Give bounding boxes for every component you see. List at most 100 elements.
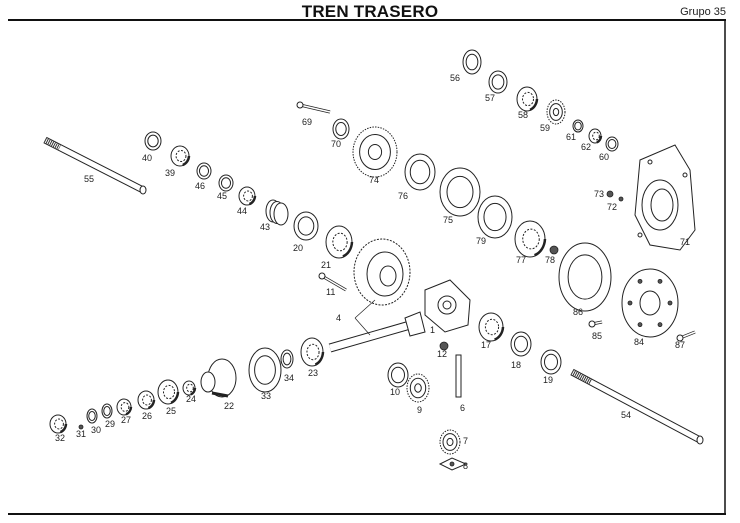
part-label-85: 85 [592, 331, 602, 341]
part-39 [170, 145, 191, 167]
part-label-40: 40 [142, 153, 152, 163]
part-8 [438, 457, 468, 471]
part-21 [325, 225, 354, 259]
part-11 [318, 272, 347, 292]
part-label-79: 79 [476, 236, 486, 246]
part-label-27: 27 [121, 415, 131, 425]
part-6 [455, 354, 462, 398]
part-label-21: 21 [321, 260, 331, 270]
part-87 [676, 330, 696, 342]
part-label-32: 32 [55, 433, 65, 443]
part-24 [182, 380, 197, 396]
part-label-55: 55 [84, 174, 94, 184]
part-label-8: 8 [463, 461, 468, 471]
part-label-46: 46 [195, 181, 205, 191]
part-label-60: 60 [599, 152, 609, 162]
part-40 [144, 131, 162, 151]
part-label-31: 31 [76, 429, 86, 439]
part-label-58: 58 [518, 110, 528, 120]
part-19 [540, 349, 562, 375]
part-label-7: 7 [463, 436, 468, 446]
part-label-62: 62 [581, 142, 591, 152]
part-label-33: 33 [261, 391, 271, 401]
part-44 [238, 186, 257, 206]
part-17 [478, 312, 505, 342]
part-56 [462, 49, 482, 75]
part-label-26: 26 [142, 411, 152, 421]
part-label-59: 59 [540, 123, 550, 133]
part-label-69: 69 [302, 117, 312, 127]
part-45 [218, 174, 234, 192]
part-label-9: 9 [417, 405, 422, 415]
part-20 [293, 211, 319, 241]
part-label-75: 75 [443, 215, 453, 225]
part-72 [618, 196, 624, 202]
part-58 [516, 86, 539, 112]
part-59 [546, 99, 566, 125]
part-76 [404, 153, 436, 191]
part-label-10: 10 [390, 387, 400, 397]
part-30 [86, 408, 98, 424]
part-84 [621, 268, 679, 338]
part-label-77: 77 [516, 255, 526, 265]
part-79 [477, 195, 513, 239]
part-label-74: 74 [369, 175, 379, 185]
part-label-56: 56 [450, 73, 460, 83]
part-label-22: 22 [224, 401, 234, 411]
part-71 [634, 144, 696, 251]
part-label-18: 18 [511, 360, 521, 370]
part-55 [43, 136, 147, 195]
part-label-34: 34 [284, 373, 294, 383]
part-label-84: 84 [634, 337, 644, 347]
part-label-73: 73 [594, 189, 604, 199]
part-29 [101, 403, 113, 419]
part-label-87: 87 [675, 340, 685, 350]
part-26 [137, 390, 156, 410]
part-label-76: 76 [398, 191, 408, 201]
part-61 [572, 119, 584, 133]
part-1 [424, 279, 471, 333]
part-label-23: 23 [308, 368, 318, 378]
part-label-12: 12 [437, 349, 447, 359]
part-10 [387, 362, 409, 388]
part-4 [328, 238, 426, 353]
part-label-29: 29 [105, 419, 115, 429]
part-label-78: 78 [545, 255, 555, 265]
part-74 [352, 126, 398, 178]
part-31 [78, 424, 84, 430]
part-label-24: 24 [186, 394, 196, 404]
part-label-4: 4 [336, 313, 341, 323]
part-33 [248, 347, 282, 393]
part-60 [605, 136, 619, 152]
part-label-72: 72 [607, 202, 617, 212]
part-label-54: 54 [621, 410, 631, 420]
part-23 [300, 337, 325, 367]
part-86 [558, 242, 612, 312]
part-label-25: 25 [166, 406, 176, 416]
part-54 [570, 368, 704, 445]
part-78 [549, 245, 559, 255]
part-label-43: 43 [260, 222, 270, 232]
part-75 [439, 167, 481, 217]
part-62 [588, 128, 603, 144]
part-label-86: 86 [573, 307, 583, 317]
part-77 [514, 220, 547, 258]
part-69 [296, 101, 331, 114]
part-85 [588, 320, 603, 328]
part-43 [265, 199, 289, 226]
part-73 [606, 190, 614, 198]
part-label-45: 45 [217, 191, 227, 201]
part-57 [488, 70, 508, 94]
part-9 [406, 373, 430, 403]
part-7 [439, 429, 461, 455]
part-label-44: 44 [237, 206, 247, 216]
group-label: Grupo 35 [680, 6, 726, 18]
part-label-71: 71 [680, 237, 690, 247]
part-46 [196, 162, 212, 180]
page-title: TREN TRASERO [301, 2, 439, 21]
part-70 [332, 118, 350, 140]
part-label-70: 70 [331, 139, 341, 149]
part-12 [439, 341, 449, 351]
part-label-17: 17 [481, 340, 491, 350]
